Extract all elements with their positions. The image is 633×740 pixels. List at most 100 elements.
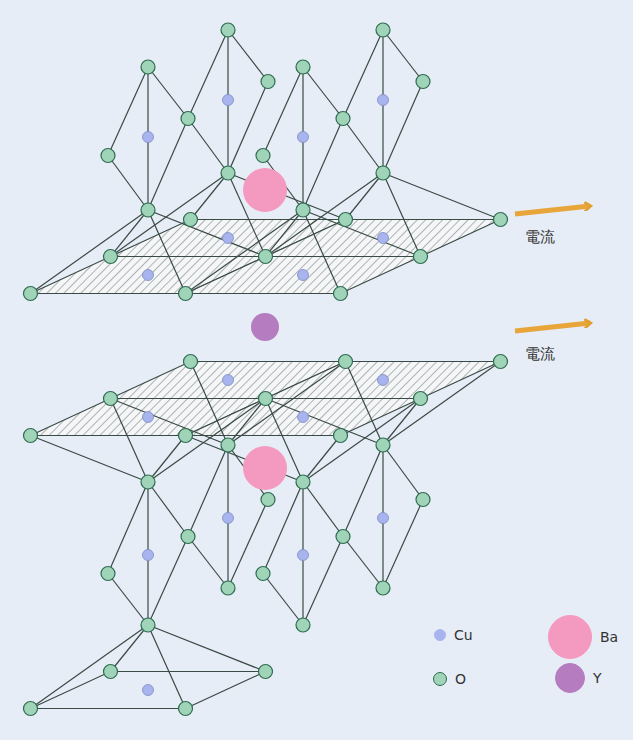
bond-line (343, 30, 383, 119)
bond-line (303, 210, 421, 257)
bond-line (111, 173, 229, 257)
bond-line (303, 537, 343, 626)
o-atom (141, 475, 155, 489)
o-atom (141, 60, 155, 74)
current-arrow (515, 323, 590, 331)
legend-swatch (433, 672, 447, 686)
current-label: 電流 (525, 345, 555, 363)
bond-line (188, 537, 228, 589)
o-atom (181, 112, 195, 126)
o-atom (141, 618, 155, 632)
o-atom (179, 287, 193, 301)
o-atom (296, 475, 310, 489)
o-atom (181, 530, 195, 544)
o-atom (414, 250, 428, 264)
o-atom (336, 112, 350, 126)
cu-atom (143, 550, 154, 561)
o-atom (184, 213, 198, 227)
bond-line (303, 119, 343, 211)
bond-line (148, 119, 188, 211)
o-atom (221, 581, 235, 595)
bond-line (303, 399, 421, 483)
bond-line (383, 500, 423, 589)
o-atom (256, 149, 270, 163)
bond-line (343, 537, 383, 589)
o-atom (256, 567, 270, 581)
legend-text: Y (593, 670, 602, 686)
o-atom (24, 429, 38, 443)
o-atom (261, 75, 275, 89)
o-atom (24, 702, 38, 716)
cu-atom (298, 132, 309, 143)
o-atom (104, 665, 118, 679)
cu-atom (378, 233, 389, 244)
o-atom (334, 429, 348, 443)
o-atom (376, 438, 390, 452)
cu-atom (223, 95, 234, 106)
bond-line (263, 574, 303, 626)
o-atom (179, 702, 193, 716)
o-atom (101, 149, 115, 163)
cu-atom (223, 513, 234, 524)
legend-entry: O (433, 671, 466, 687)
o-atom (336, 530, 350, 544)
legend-swatch (548, 615, 592, 659)
bond-line (188, 445, 228, 537)
o-atom (494, 213, 508, 227)
bond-line (228, 362, 346, 446)
cu-atom (223, 233, 234, 244)
o-atom (104, 392, 118, 406)
bond-line (303, 482, 343, 537)
bond-line (148, 67, 188, 119)
o-atom (24, 287, 38, 301)
o-atom (221, 23, 235, 37)
bond-line (343, 445, 383, 537)
cu-atom (223, 375, 234, 386)
cu-atom (143, 685, 154, 696)
current-arrow (515, 206, 590, 214)
legend-swatch (555, 663, 585, 693)
legend-entry: Ba (548, 615, 618, 659)
bond-line (228, 30, 268, 82)
cu-atom (298, 412, 309, 423)
ba-atom (243, 446, 287, 490)
cu-atom (143, 132, 154, 143)
o-atom (414, 392, 428, 406)
bond-line (188, 30, 228, 119)
bond-line (188, 119, 228, 174)
cuo-square (31, 672, 266, 709)
cu-atom (298, 270, 309, 281)
bond-line (383, 362, 501, 446)
bond-line (383, 173, 501, 220)
o-atom (416, 75, 430, 89)
current-label: 電流 (525, 228, 555, 246)
ba-atom (243, 168, 287, 212)
o-atom (221, 438, 235, 452)
bond-line (108, 482, 148, 574)
o-atom (296, 203, 310, 217)
o-atom (296, 60, 310, 74)
legend-entry: Cu (434, 627, 473, 643)
o-atom (259, 250, 273, 264)
bond-line (108, 156, 148, 211)
cu-atom (143, 270, 154, 281)
o-atom (101, 567, 115, 581)
cu-atom (298, 550, 309, 561)
o-atom (296, 618, 310, 632)
o-atom (259, 392, 273, 406)
cu-atom (143, 412, 154, 423)
o-atom (184, 355, 198, 369)
legend-text: Cu (454, 627, 473, 643)
o-atom (141, 203, 155, 217)
bond-line (186, 210, 304, 294)
o-atom (334, 287, 348, 301)
legend-text: O (455, 671, 466, 687)
o-atom (221, 166, 235, 180)
o-atom (376, 23, 390, 37)
cu-atom (378, 513, 389, 524)
cuo2-plane (266, 220, 501, 257)
y-atom (251, 313, 279, 341)
bond-line (148, 625, 266, 672)
o-atom (259, 665, 273, 679)
